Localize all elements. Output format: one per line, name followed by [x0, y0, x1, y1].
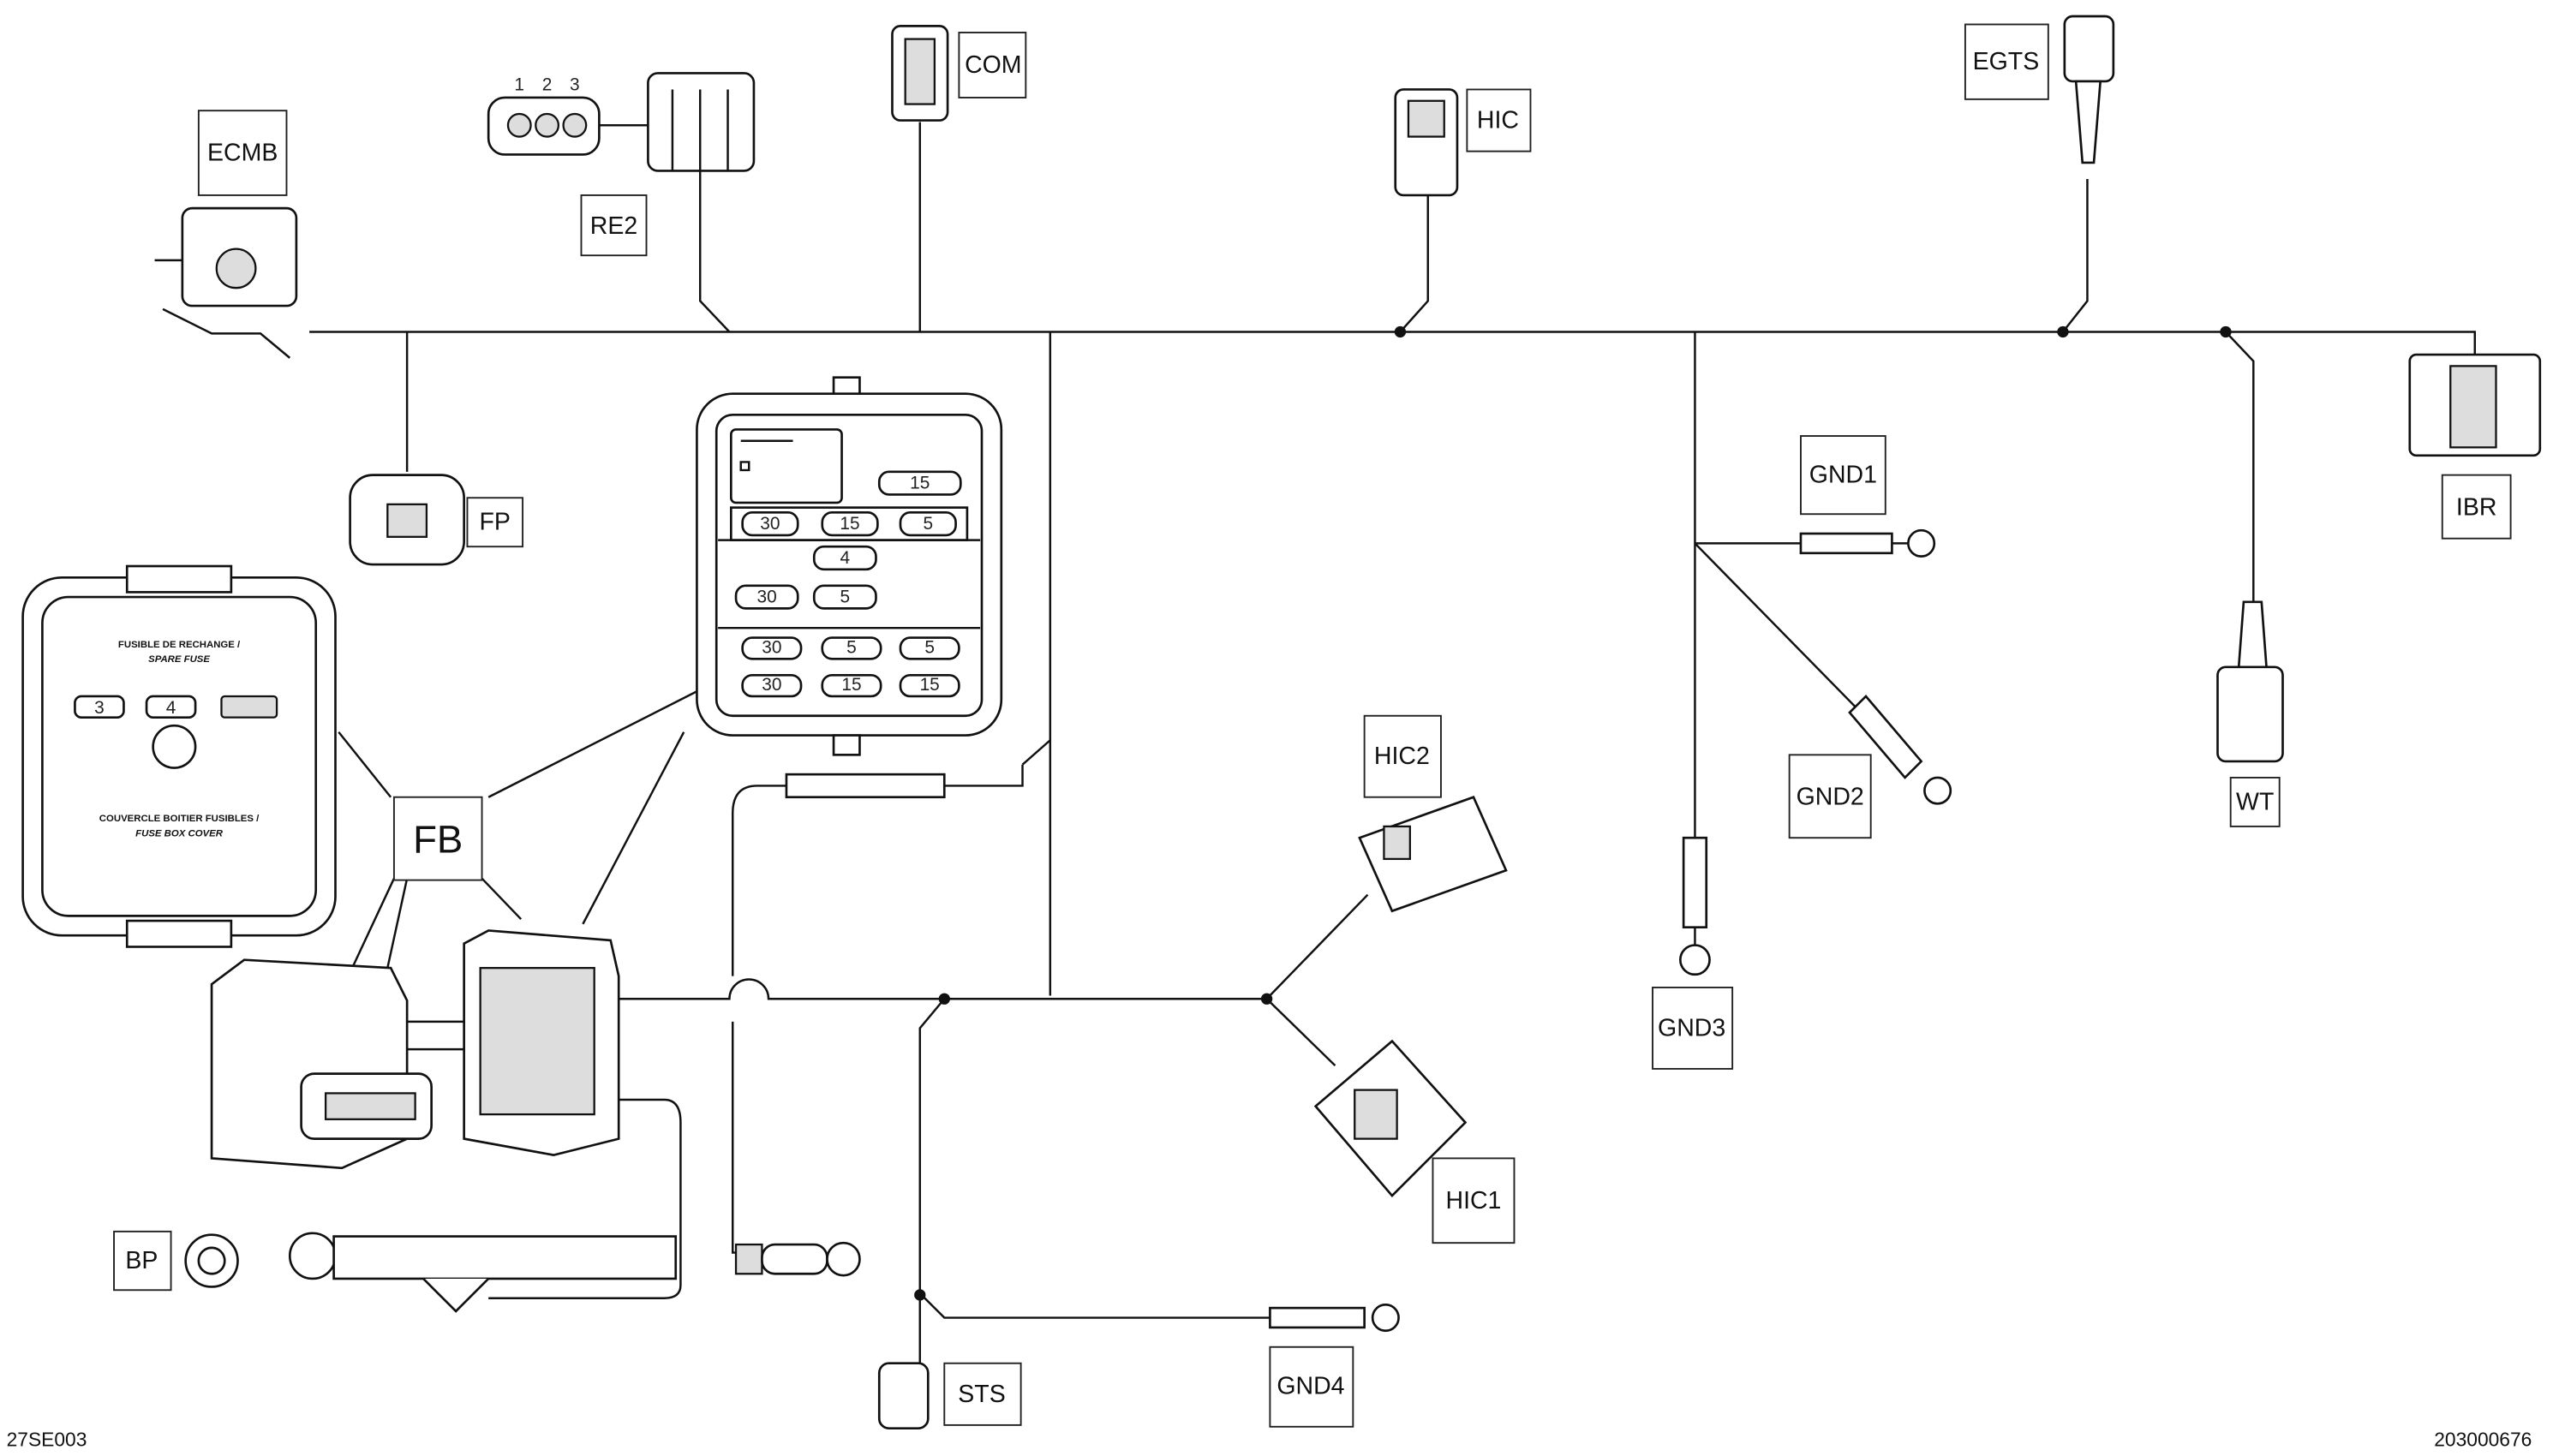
label-wt: WT	[2229, 776, 2281, 827]
fb-relay-block	[210, 929, 620, 1170]
svg-text:BP: BP	[125, 1247, 158, 1274]
hic1-connector	[1313, 1039, 1468, 1198]
svg-text:EGTS: EGTS	[1973, 48, 2040, 75]
re2-connector: 1 2 3	[487, 72, 756, 172]
fuse: 4	[812, 545, 877, 571]
svg-text:5: 5	[923, 514, 933, 534]
svg-text:30: 30	[762, 637, 781, 657]
svg-text:4: 4	[840, 548, 851, 568]
fuse: 15	[821, 510, 879, 537]
svg-text:GND4: GND4	[1276, 1372, 1344, 1399]
fuse: 30	[741, 636, 803, 660]
label-hic1: HIC1	[1432, 1157, 1516, 1244]
re2-pin-3: 3	[570, 75, 580, 94]
label-fb: FB	[392, 796, 483, 881]
sts-connector	[877, 1362, 930, 1430]
label-gnd4: GND4	[1269, 1346, 1354, 1428]
fuse: 15	[899, 673, 960, 698]
splice-points	[914, 325, 2232, 1301]
cover-fr: COUVERCLE BOITIER FUSIBLES /	[99, 814, 260, 824]
svg-text:30: 30	[762, 675, 781, 695]
ecmb-connector	[154, 206, 298, 359]
re2-pin-1: 1	[514, 75, 524, 94]
svg-text:RE2: RE2	[590, 212, 637, 240]
fuse: 15	[877, 470, 962, 496]
svg-text:HIC1: HIC1	[1445, 1187, 1501, 1214]
ibr-connector	[2408, 353, 2542, 457]
svg-text:COM: COM	[965, 51, 1021, 79]
fuse: 30	[741, 673, 803, 698]
fp-connector	[349, 474, 465, 566]
hic2-connector	[1358, 796, 1508, 913]
fuse-box: 15 30 15 5 4 30 5 30 5 5 30 15 15	[696, 376, 1003, 756]
hic-connector	[1394, 88, 1459, 197]
label-egts: EGTS	[1964, 23, 2049, 100]
label-bp: BP	[113, 1230, 172, 1292]
svg-text:30: 30	[757, 588, 777, 607]
svg-text:ECMB: ECMB	[207, 140, 278, 167]
svg-text:FB: FB	[413, 818, 463, 862]
svg-text:GND1: GND1	[1809, 462, 1877, 489]
svg-text:5: 5	[924, 637, 935, 657]
svg-text:HIC2: HIC2	[1374, 743, 1430, 770]
label-ecmb: ECMB	[197, 110, 288, 196]
gnd3-terminal	[1678, 836, 1711, 976]
label-re2: RE2	[580, 194, 648, 257]
svg-text:5: 5	[846, 637, 857, 657]
fuse: 5	[812, 584, 877, 610]
label-ibr: IBR	[2441, 474, 2512, 540]
label-gnd3: GND3	[1652, 987, 1734, 1070]
fuse: 30	[734, 584, 799, 610]
bp-terminal	[184, 773, 946, 1313]
drawing-code-right: 203000676	[2434, 1429, 2532, 1451]
gnd1-terminal	[1799, 528, 1936, 558]
cover-en: FUSE BOX COVER	[135, 828, 224, 838]
fuse: 30	[741, 510, 799, 537]
spare-fuse-fr: FUSIBLE DE RECHANGE /	[118, 640, 241, 650]
fuse-box-cover: FUSIBLE DE RECHANGE / SPARE FUSE 3 4 COU…	[21, 564, 337, 948]
label-hic: HIC	[1466, 88, 1532, 152]
svg-text:WT: WT	[2236, 788, 2274, 815]
svg-text:15: 15	[840, 514, 859, 534]
svg-text:IBR: IBR	[2456, 494, 2496, 522]
label-fp: FP	[466, 497, 524, 548]
svg-text:FP: FP	[480, 509, 511, 536]
wt-connector	[2216, 600, 2284, 763]
spare-fuse-en: SPARE FUSE	[148, 654, 210, 665]
gnd4-terminal	[1269, 1304, 1400, 1333]
label-gnd1: GND1	[1800, 435, 1886, 516]
label-gnd2: GND2	[1788, 754, 1872, 839]
fuse: 5	[899, 510, 957, 537]
harness-wires	[309, 122, 2477, 1367]
svg-text:HIC: HIC	[1477, 107, 1519, 134]
fuse: 15	[821, 673, 882, 698]
label-hic2: HIC2	[1363, 714, 1442, 798]
com-connector	[891, 25, 949, 122]
svg-text:GND3: GND3	[1658, 1014, 1725, 1041]
label-sts: STS	[943, 1362, 1022, 1426]
svg-text:30: 30	[760, 514, 780, 534]
svg-text:15: 15	[920, 675, 940, 695]
svg-text:5: 5	[840, 588, 851, 607]
svg-text:15: 15	[841, 675, 861, 695]
drawing-code-left: 27SE003	[7, 1429, 87, 1451]
fuse: 5	[899, 636, 960, 660]
svg-text:GND2: GND2	[1797, 784, 1864, 811]
gnd2-terminal	[1848, 695, 1952, 805]
svg-text:15: 15	[910, 474, 930, 493]
svg-text:STS: STS	[958, 1381, 1005, 1408]
label-com: COM	[958, 32, 1027, 98]
spare-fuse-4: 4	[166, 698, 176, 718]
re2-pin-2: 2	[542, 75, 553, 94]
egts-connector	[2063, 15, 2115, 164]
spare-fuse-3: 3	[94, 698, 105, 718]
fuse: 5	[821, 636, 882, 660]
